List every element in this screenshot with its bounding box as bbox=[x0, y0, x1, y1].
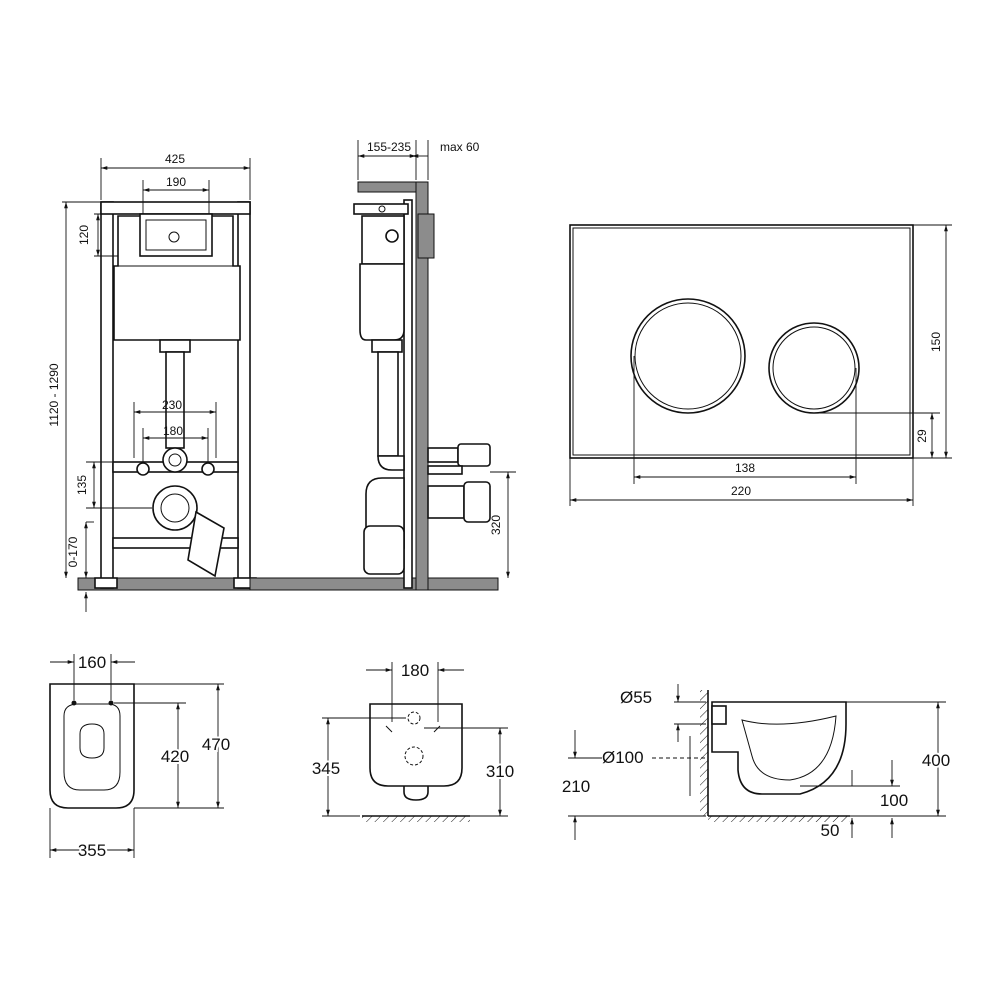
connector-cap bbox=[457, 443, 491, 467]
label-bowl-length: 470 bbox=[202, 735, 230, 754]
connector-stub bbox=[427, 447, 459, 463]
label-frame-depth: 155-235 bbox=[367, 140, 411, 154]
frame-top-bar bbox=[100, 201, 251, 215]
flush-outlet-inner bbox=[168, 453, 182, 467]
outlet-hole bbox=[404, 746, 424, 766]
label-inlet-diameter: Ø55 bbox=[620, 688, 652, 707]
pipe-coupler bbox=[159, 339, 191, 353]
frame-front-view: 425 190 120 1120 - 1290 230 180 135 0 bbox=[47, 152, 499, 612]
bracket-hole bbox=[378, 205, 386, 213]
bowl-outline-top bbox=[49, 683, 135, 809]
panel-fixing bbox=[417, 213, 435, 259]
side-coupler bbox=[371, 339, 403, 353]
bowl-outline-front bbox=[369, 703, 463, 787]
frame-bottom-bar bbox=[112, 537, 239, 549]
fixing-hole-right bbox=[108, 700, 114, 706]
floor-hatch-side bbox=[708, 816, 850, 822]
label-plate-width: 220 bbox=[731, 484, 751, 498]
left-bolt bbox=[136, 462, 150, 476]
floor-line-side bbox=[249, 577, 417, 591]
wall-section bbox=[415, 181, 429, 591]
cistern-side-upper bbox=[361, 215, 405, 265]
bowl-rim-top bbox=[63, 703, 121, 791]
side-top-bracket bbox=[353, 203, 409, 215]
rod-stub bbox=[427, 465, 463, 475]
large-flush-button-ring bbox=[634, 302, 742, 410]
label-bolt-height: 135 bbox=[75, 475, 89, 495]
label-front-span: 180 bbox=[401, 661, 429, 680]
bowl-front-view: 180 345 310 bbox=[310, 661, 516, 822]
label-bowl-bolt-spacing: 160 bbox=[78, 653, 106, 672]
inlet-hole bbox=[407, 711, 421, 725]
inlet-spigot bbox=[711, 705, 727, 725]
label-rod-spacing: 230 bbox=[162, 398, 182, 412]
drain-outlet-inner bbox=[160, 493, 190, 523]
label-button-span: 138 bbox=[735, 461, 755, 475]
label-bowl-width: 355 bbox=[78, 841, 106, 860]
drain-socket bbox=[363, 525, 405, 575]
frame-right-post bbox=[237, 201, 251, 589]
label-total-height: 1120 - 1290 bbox=[47, 363, 61, 426]
label-bolt-spacing: 180 bbox=[163, 424, 183, 438]
label-tank-width: 190 bbox=[166, 175, 186, 189]
label-drop: 100 bbox=[880, 791, 908, 810]
label-foot-adjust: 0-170 bbox=[66, 536, 80, 567]
label-plate-height: 150 bbox=[929, 332, 943, 352]
label-outlet-height: 210 bbox=[562, 777, 590, 796]
label-top-offset: 120 bbox=[77, 225, 91, 245]
actuator-knob bbox=[385, 229, 399, 243]
label-frame-width: 425 bbox=[165, 152, 185, 166]
flush-plate-view: 150 29 138 220 bbox=[569, 224, 952, 506]
label-panel-max: max 60 bbox=[440, 140, 480, 154]
actuator-opening bbox=[145, 219, 207, 251]
left-foot bbox=[94, 577, 118, 589]
label-front-height-left: 345 bbox=[312, 759, 340, 778]
label-outlet-diameter: Ø100 bbox=[602, 748, 644, 767]
frame-left-post bbox=[100, 201, 114, 589]
flush-outlet bbox=[162, 447, 188, 473]
flush-plate-bevel bbox=[572, 227, 911, 456]
bowl-top-view: 160 420 470 355 bbox=[49, 653, 232, 862]
label-gap: 50 bbox=[821, 821, 840, 840]
bowl-opening-top bbox=[79, 723, 105, 759]
bowl-foot-front bbox=[403, 786, 429, 801]
side-post bbox=[403, 199, 413, 589]
flush-plate bbox=[569, 224, 914, 459]
drain-elbow bbox=[187, 510, 225, 578]
label-seat-depth: 420 bbox=[161, 747, 189, 766]
drain-pipe-stub bbox=[427, 485, 465, 519]
bolt-mark bbox=[385, 725, 393, 733]
bolt-mark bbox=[433, 725, 441, 733]
label-drain-height: 320 bbox=[489, 515, 503, 535]
fixing-hole-left bbox=[71, 700, 77, 706]
small-flush-button bbox=[768, 322, 860, 414]
bowl-inner-side bbox=[741, 715, 837, 781]
side-flush-pipe bbox=[377, 351, 399, 457]
drain-flange bbox=[463, 481, 491, 523]
floor-hatch-front bbox=[362, 816, 470, 822]
wall-hatch-side bbox=[700, 690, 708, 816]
cistern-side-lower bbox=[359, 263, 405, 341]
flush-actuator-housing bbox=[139, 213, 213, 257]
frame-side-view: 155-235 max 60 320 bbox=[249, 140, 516, 591]
right-bolt bbox=[201, 462, 215, 476]
bowl-side-view: Ø55 Ø100 210 400 100 50 bbox=[562, 684, 952, 840]
bowl-outline-side bbox=[711, 701, 847, 795]
label-front-height-right: 310 bbox=[486, 762, 514, 781]
actuator-valve-icon bbox=[168, 231, 180, 243]
drain-outlet bbox=[152, 485, 198, 531]
label-total-height-side: 400 bbox=[922, 751, 950, 770]
side-pipe-bend bbox=[377, 455, 405, 471]
label-button-offset: 29 bbox=[915, 429, 929, 443]
large-flush-button bbox=[630, 298, 746, 414]
small-flush-button-ring bbox=[772, 326, 856, 410]
ceiling-slab bbox=[357, 181, 417, 193]
